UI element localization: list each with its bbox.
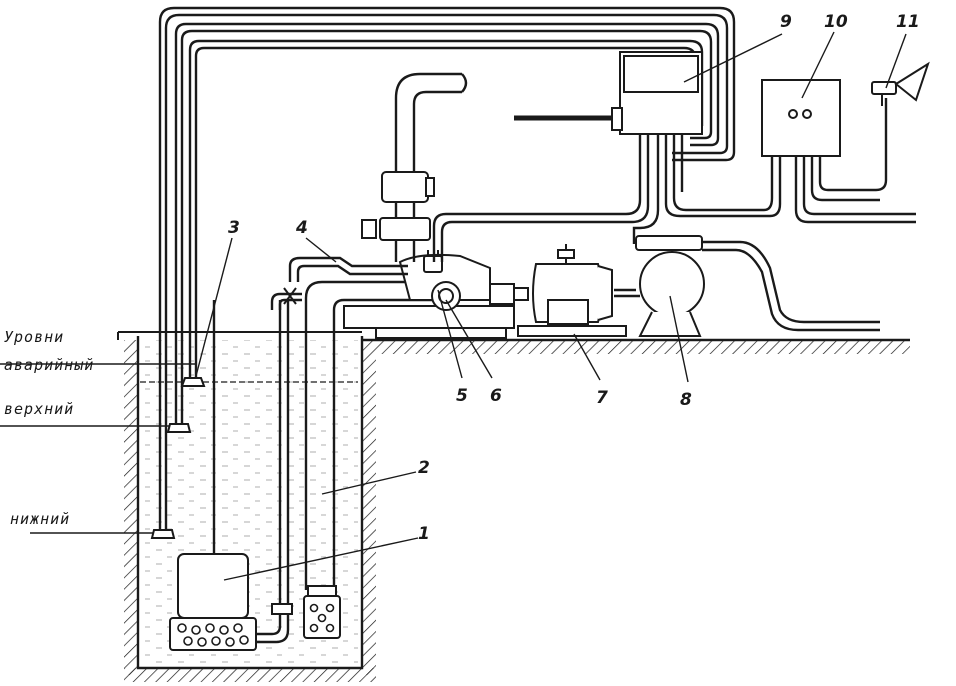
level-emergency-label: аварийный [4,356,95,374]
level-upper-label: верхний [4,400,75,418]
callout-9: 9 [780,12,792,32]
signal-panel [761,79,916,224]
callout-1: 1 [418,524,430,544]
electric-motor [517,244,627,337]
callout-4: 4 [296,218,308,238]
callout-leaders [195,31,907,581]
main-pump-assembly [288,250,529,339]
ground-floor [117,331,910,354]
callout-10: 10 [824,12,848,32]
vacuum-pump [614,235,880,337]
callout-7: 7 [596,388,608,408]
callout-8: 8 [680,390,692,410]
level-leader-lines [0,363,196,534]
drain-pump [169,300,293,651]
emergency-level-sensor [180,377,206,387]
level-lower-label: нижний [10,510,71,528]
float-sensors [150,377,206,539]
drain-line [270,287,302,310]
callout-2: 2 [418,458,430,478]
callout-5: 5 [456,386,468,406]
callout-11: 11 [896,12,920,32]
levels-heading: Уровни [4,328,65,346]
upper-level-sensor [166,423,192,433]
control-box [432,51,782,262]
lower-level-sensor [150,529,176,539]
discharge-pipe [361,72,468,262]
callout-3: 3 [228,218,240,238]
siren-horn [871,61,930,106]
suction-pipe [303,280,440,639]
callout-6: 6 [490,386,502,406]
